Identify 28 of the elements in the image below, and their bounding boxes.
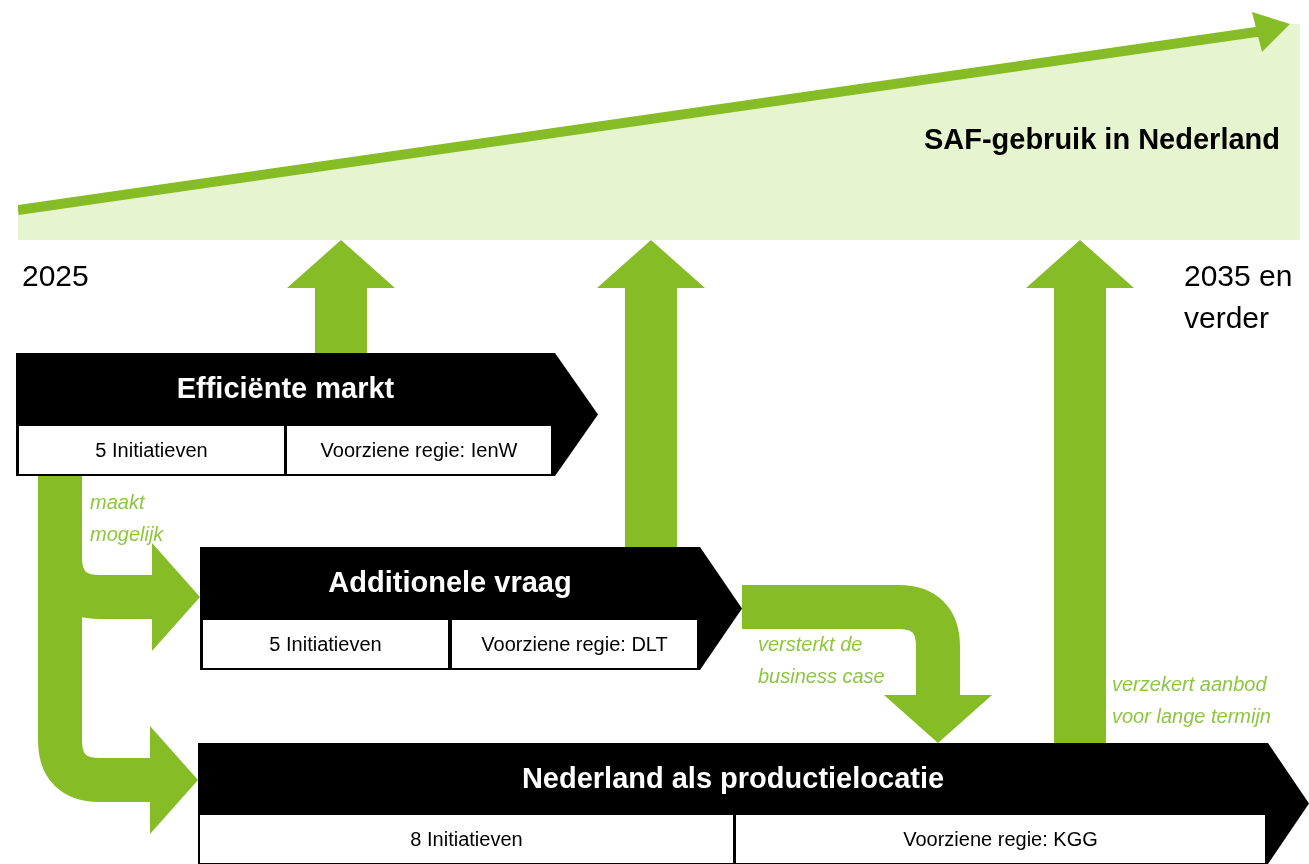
- cell-text: 5 Initiatieven: [95, 438, 208, 463]
- band-title: SAF-gebruik in Nederland: [923, 122, 1280, 157]
- arrow-banner: [16, 353, 598, 476]
- cell-text: 8 Initiatieven: [410, 827, 523, 852]
- year-label: 2025: [22, 258, 90, 294]
- cell-text: Voorziene regie: IenW: [320, 438, 518, 463]
- edge-label: versterkt de business case: [758, 632, 886, 689]
- banner-title: Additionele vraag: [328, 565, 572, 601]
- info-cell: [203, 620, 448, 668]
- edge-label: verzekert aanbod voor lange termijn: [1112, 672, 1272, 729]
- cell-text: Voorziene regie: KGG: [903, 827, 1098, 852]
- arrow-banner: [200, 547, 742, 670]
- banner-title: Efficiënte markt: [176, 371, 395, 407]
- info-cell: [736, 815, 1265, 863]
- flow-arrow: [597, 240, 705, 547]
- cell-text: 5 Initiatieven: [269, 632, 382, 657]
- arrow-banner: [198, 743, 1309, 864]
- info-cell: [19, 426, 284, 474]
- info-cell: [452, 620, 697, 668]
- edge-label: maakt mogelijk: [90, 490, 165, 547]
- info-cell: [200, 815, 733, 863]
- year-label: 2035 en verder: [1184, 258, 1294, 336]
- flow-arrow: [287, 240, 395, 353]
- banner-title: Nederland als productielocatie: [521, 761, 945, 797]
- cell-text: Voorziene regie: DLT: [481, 632, 668, 657]
- flow-arrow: [742, 585, 992, 743]
- info-cell: [287, 426, 551, 474]
- flow-arrow: [1026, 240, 1134, 743]
